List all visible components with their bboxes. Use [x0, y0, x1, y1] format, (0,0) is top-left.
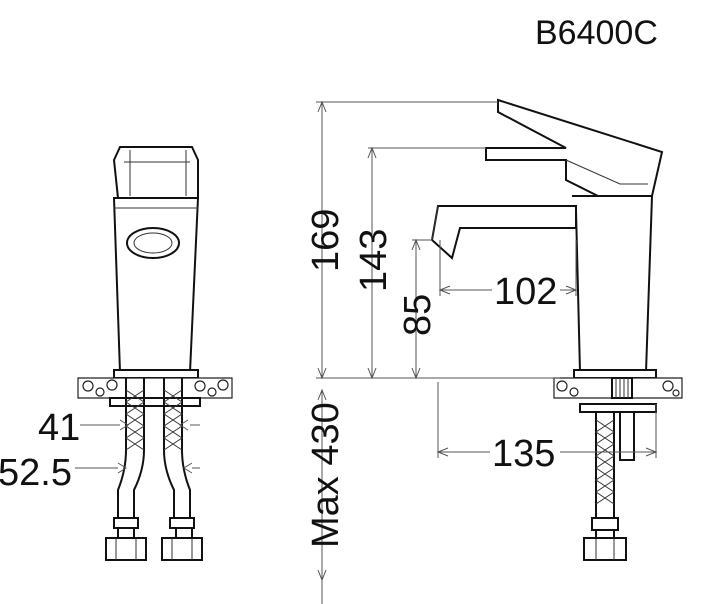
front-view: [75, 146, 233, 561]
stone-texture-side: [556, 380, 680, 397]
dim-143-label: 143: [353, 229, 395, 292]
dim-max-430-label: Max 430: [305, 402, 347, 548]
dim-52-5-label: 52.5: [0, 452, 72, 494]
model-number: B6400C: [535, 14, 658, 52]
dim-85-label: 85: [397, 294, 439, 336]
stone-texture-front: [82, 379, 229, 397]
dim-169-label: 169: [305, 209, 347, 272]
dim-41-label: 41: [38, 407, 80, 449]
side-view: [316, 98, 683, 604]
dim-102-label: 102: [494, 271, 557, 313]
dim-135-label: 135: [492, 433, 555, 475]
hose-braid-front: [125, 389, 183, 451]
